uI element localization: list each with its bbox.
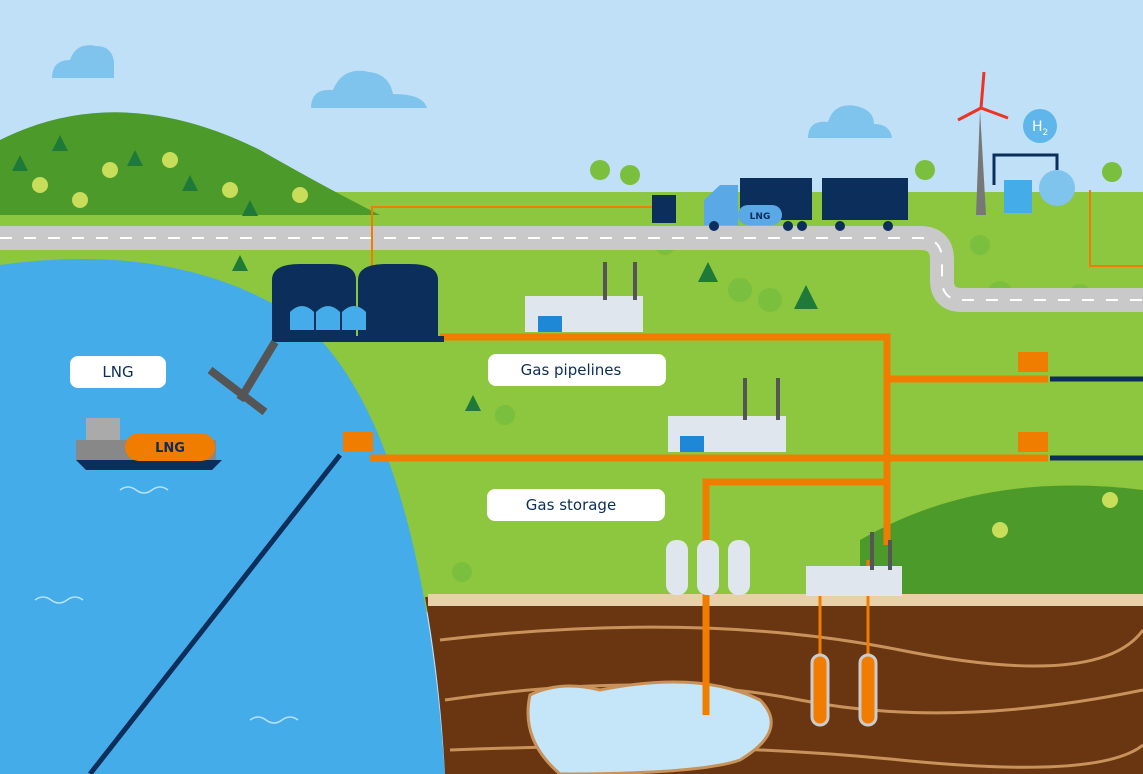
storage-well [858,653,878,727]
valve-stations [343,352,1048,452]
cloud [311,70,427,108]
cloud [52,45,114,78]
hill [0,112,380,215]
gas-storage-label: Gas storage [526,496,616,514]
gas-pipelines-label-box: Gas pipelines [488,354,666,386]
hydrogen-label: H2 [1032,119,1048,138]
wind-turbine [957,71,1009,215]
storage-well [810,653,830,727]
cloud [808,105,892,138]
truck-lng-label: LNG [750,212,771,222]
clouds [52,45,892,138]
hydrogen-bubble [1023,109,1057,143]
lng-label: LNG [102,363,133,381]
waves [34,486,299,724]
lng-truck: LNG [652,178,908,231]
lng-label-box: LNG [70,356,166,388]
road-markings [0,237,1143,301]
ship-lng-label: LNG [155,441,185,456]
storage-facility [666,532,902,596]
gas-pipelines-label: Gas pipelines [521,361,622,379]
compressor-station [525,262,643,332]
underground-storage-cavern [526,680,773,774]
electrolyzer [992,153,1075,213]
ground-surface [428,594,1143,606]
fuel-pump [652,195,676,223]
lng-terminal [207,264,444,416]
compressor-station [668,378,786,452]
lng-ship: LNG [76,418,222,470]
hill [860,485,1143,600]
gas-storage-label-box: Gas storage [487,489,665,521]
